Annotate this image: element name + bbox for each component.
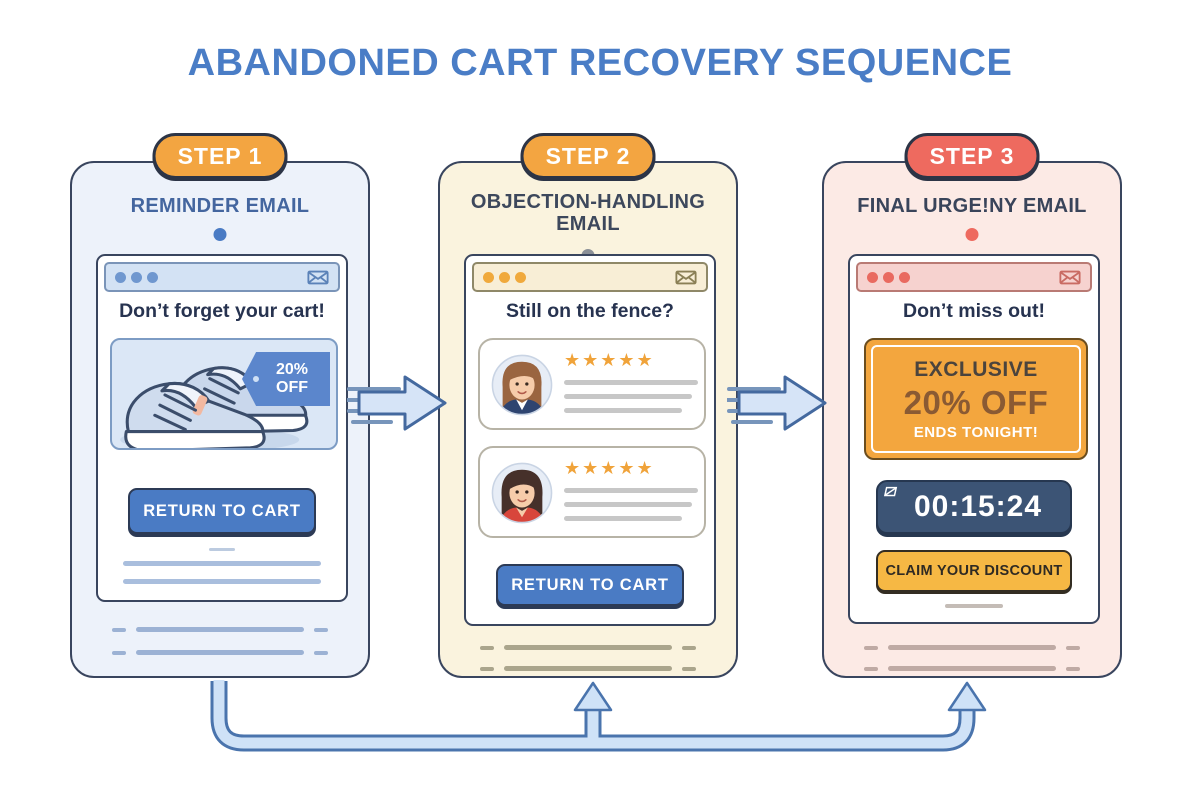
step-1-window-header <box>104 262 340 292</box>
step-3-email-window: Don’t miss out! EXCLUSIVE 20% OFF ENDS T… <box>848 254 1100 624</box>
placeholder-line <box>564 502 692 507</box>
envelope-icon <box>307 270 329 285</box>
window-dot-icon <box>499 271 510 283</box>
email-subject: Don’t forget your cart! <box>119 300 325 322</box>
arrow-step1-to-step2 <box>347 375 447 431</box>
return-to-cart-button[interactable]: RETURN TO CART <box>128 488 316 534</box>
placeholder-row <box>824 666 1120 671</box>
envelope-icon <box>675 270 697 285</box>
step-1-dot <box>213 228 227 241</box>
offer-line: EXCLUSIVE <box>914 357 1038 381</box>
window-dot-icon <box>883 271 894 283</box>
star-rating: ★★★★★ <box>564 458 655 478</box>
arrow-step2-to-step3 <box>727 375 827 431</box>
placeholder-line <box>564 380 698 385</box>
step-3-window-header <box>856 262 1092 292</box>
placeholder-row <box>440 645 736 650</box>
countdown-value: 00:15:24 <box>913 490 1043 523</box>
placeholder-row <box>824 645 1120 650</box>
window-dot-icon <box>867 271 878 283</box>
placeholder-row <box>440 666 736 671</box>
placeholder-line <box>123 579 321 584</box>
offer-urgency: ENDS TONIGHT! <box>913 423 1039 441</box>
step-3-card: STEP 3 FINAL URGE!NY EMAIL Don’t miss ou… <box>822 133 1122 678</box>
step-1-heading: REMINDER EMAIL <box>130 195 310 217</box>
offer-discount: 20% OFF <box>903 383 1049 421</box>
step-2-email-window: Still on the fence? <box>464 254 716 626</box>
step-2-card: STEP 2 OBJECTION-HANDLING EMAIL Still on… <box>438 133 738 678</box>
timer-icon <box>883 485 899 504</box>
testimonial-card: ★★★★★ <box>478 338 706 430</box>
product-image: 20% OFF <box>110 338 338 450</box>
step-3-badge: STEP 3 <box>904 133 1040 179</box>
return-to-cart-button[interactable]: RETURN TO CART <box>496 564 684 606</box>
placeholder-line <box>564 394 692 399</box>
customer-avatar <box>491 462 553 524</box>
placeholder-line <box>564 408 682 413</box>
envelope-icon <box>1059 270 1081 285</box>
step-1-email-window: Don’t forget your cart! <box>96 254 348 602</box>
placeholder-line <box>209 548 235 551</box>
placeholder-line <box>123 561 321 566</box>
placeholder-row <box>72 650 368 655</box>
placeholder-row <box>72 627 368 632</box>
step-2-badge: STEP 2 <box>520 133 656 179</box>
customer-avatar <box>491 354 553 416</box>
discount-tag: 20% OFF <box>242 352 330 406</box>
email-subject: Still on the fence? <box>506 300 674 322</box>
claim-discount-button[interactable]: CLAIM YOUR DISCOUNT <box>876 550 1072 592</box>
window-dot-icon <box>147 271 158 283</box>
window-dot-icon <box>131 271 142 283</box>
step-1-badge: STEP 1 <box>152 133 288 179</box>
discount-tag-line: 20% <box>275 361 309 379</box>
discount-tag-line: OFF <box>276 379 308 396</box>
placeholder-line <box>564 488 698 493</box>
step-1-card: STEP 1 REMINDER EMAIL Don’t forget your … <box>70 133 370 678</box>
placeholder-line <box>945 604 1003 608</box>
window-dot-icon <box>899 271 910 283</box>
window-dot-icon <box>483 271 494 283</box>
step-2-window-header <box>472 262 708 292</box>
window-dot-icon <box>115 271 126 283</box>
email-subject: Don’t miss out! <box>903 300 1045 322</box>
page-title: ABANDONED CART RECOVERY SEQUENCE <box>187 42 1013 84</box>
window-dot-icon <box>515 271 526 283</box>
step-3-dot <box>965 228 979 241</box>
star-rating: ★★★★★ <box>564 350 655 370</box>
testimonial-card: ★★★★★ <box>478 446 706 538</box>
exclusive-offer-banner: EXCLUSIVE 20% OFF ENDS TONIGHT! <box>864 338 1088 460</box>
countdown-timer: 00:15:24 <box>876 480 1072 534</box>
placeholder-line <box>564 516 682 521</box>
step-3-heading: FINAL URGE!NY EMAIL <box>857 195 1087 217</box>
step-2-heading: OBJECTION-HANDLING EMAIL <box>470 191 706 236</box>
